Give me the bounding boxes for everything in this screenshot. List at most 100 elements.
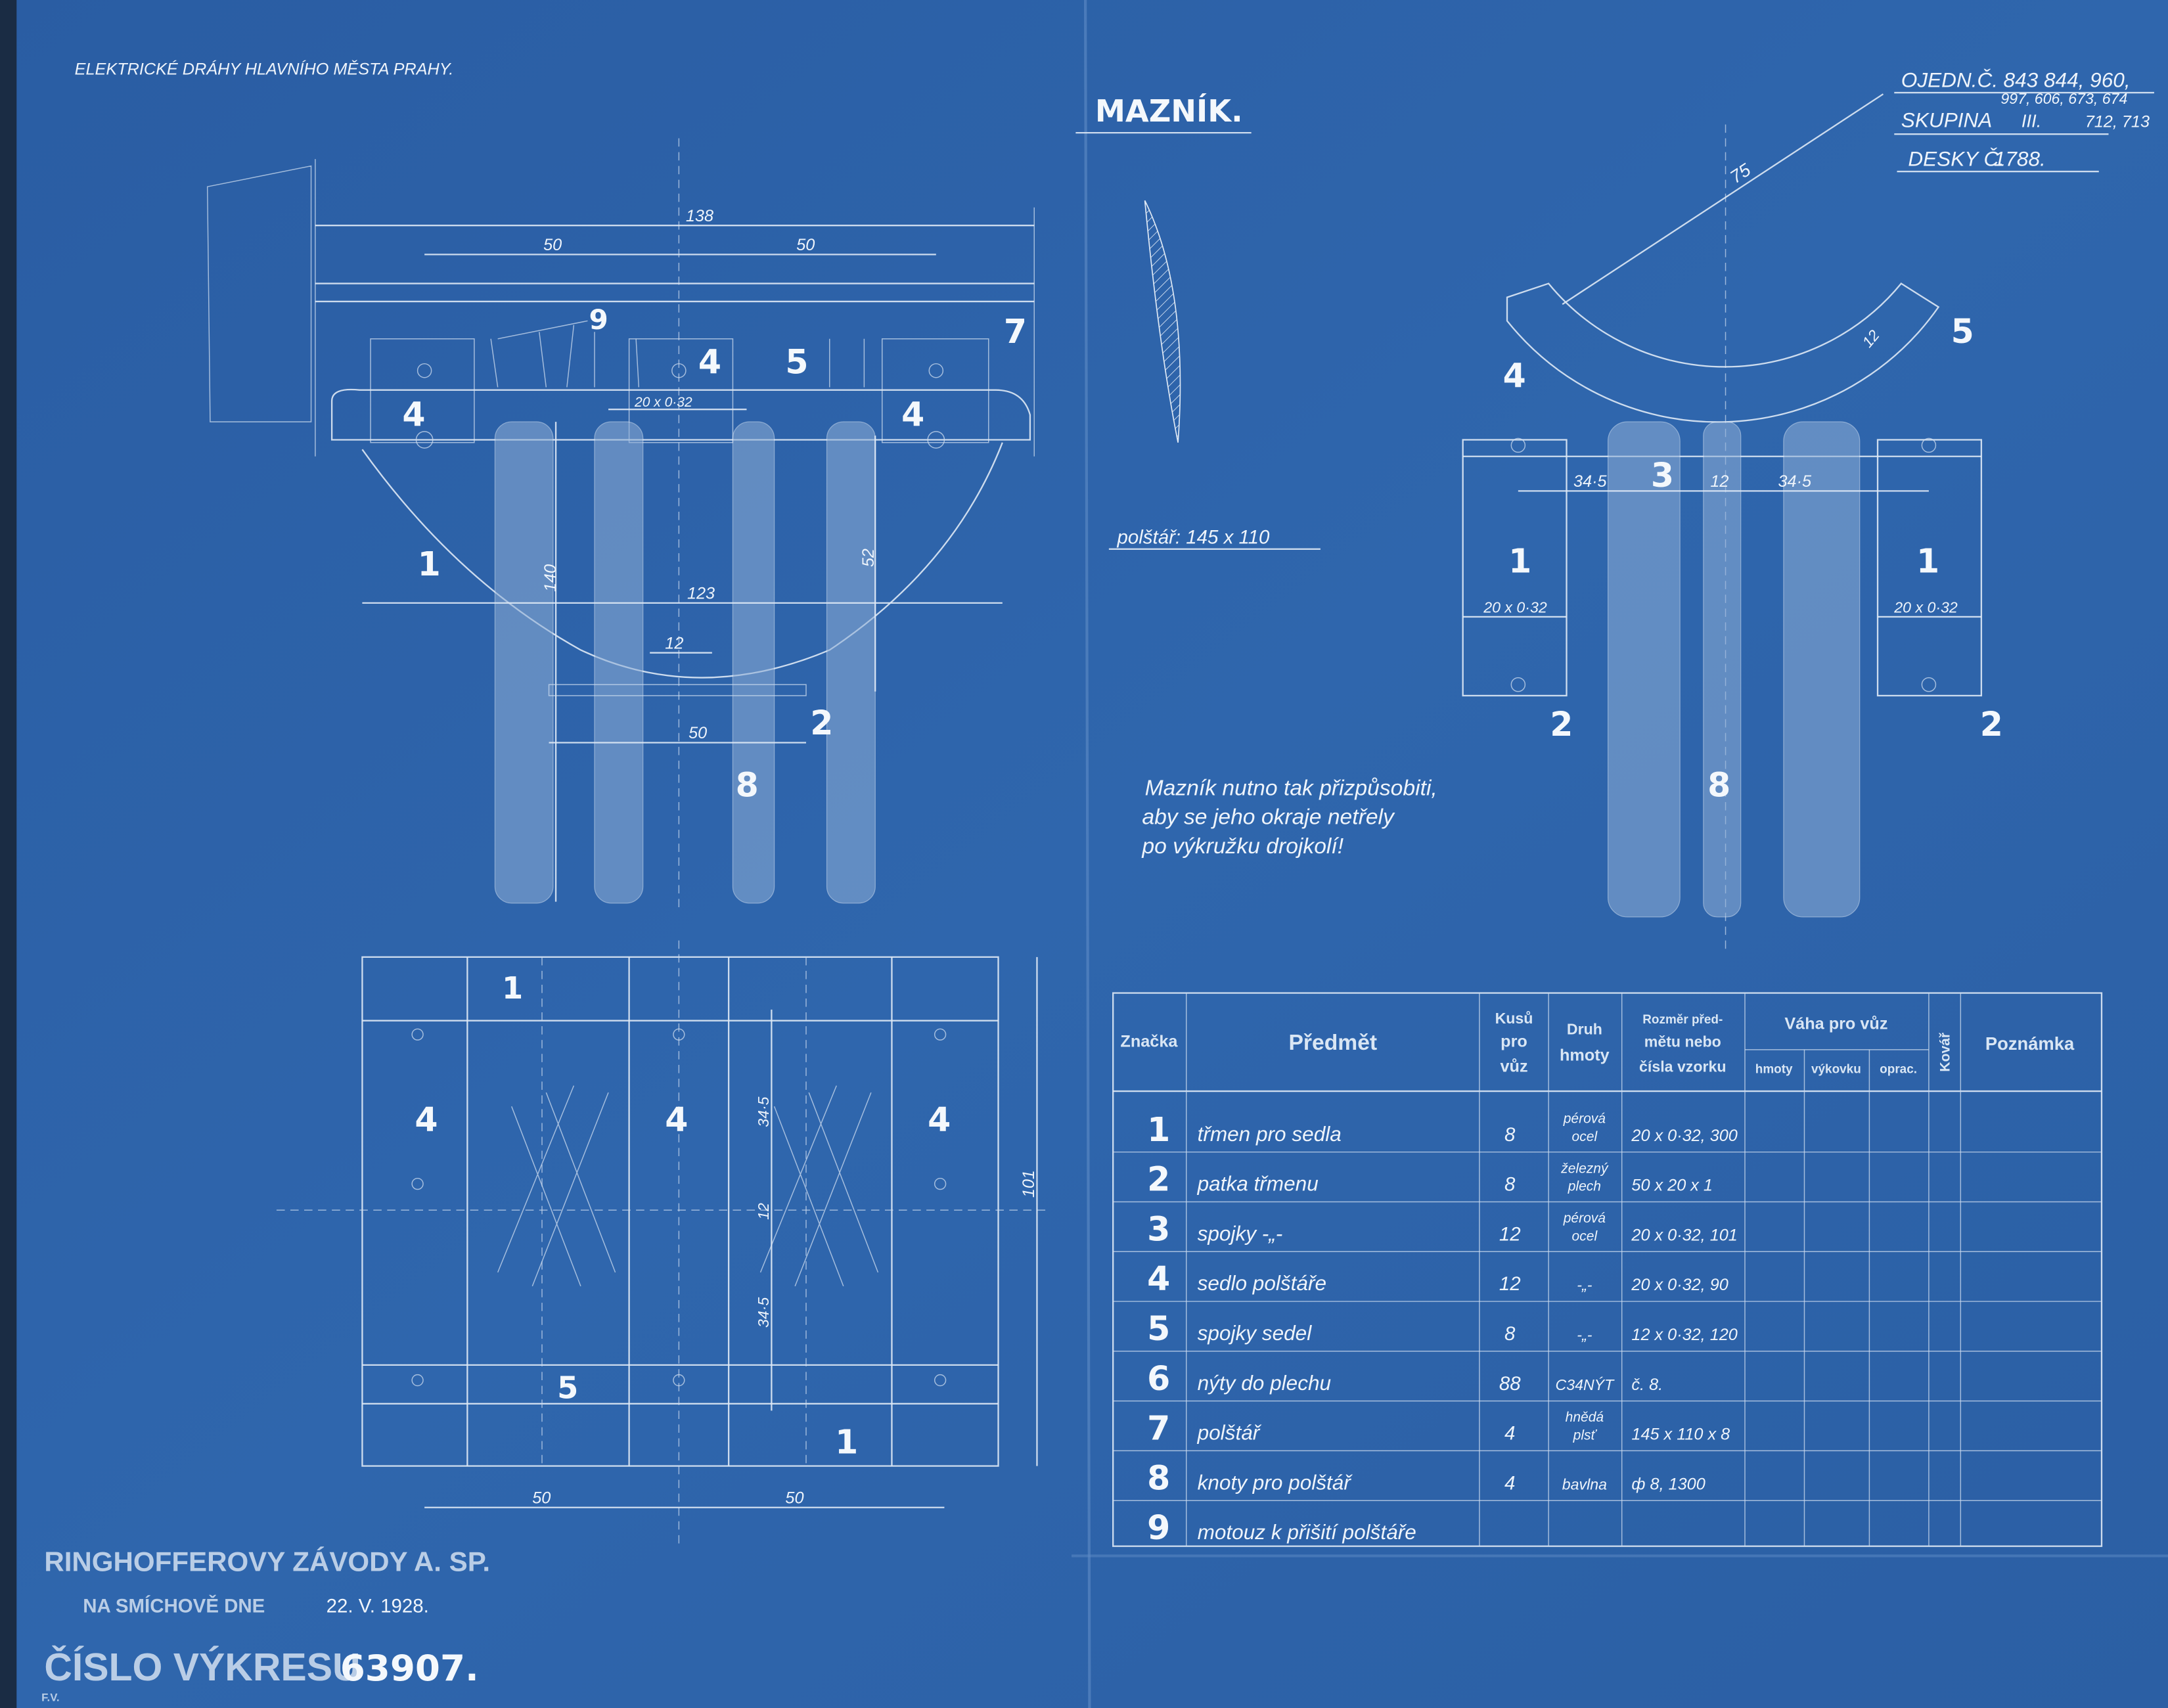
side-view-drawing: 138 50 50 123 140 52 20 x 0·32 12 50 9 4 (206, 138, 1181, 913)
drawing-number-label: ČÍSLO VÝKRESU (44, 1645, 360, 1689)
dim-strip-left: 20 x 0·32 (1483, 599, 1547, 616)
label-part-5: 5 (1951, 312, 1974, 351)
label-part-9: 9 (589, 303, 608, 336)
cell-qty: 8 (1504, 1124, 1516, 1146)
cell-size: 20 x 0·32, 101 (1631, 1226, 1737, 1244)
dim-plan-b: 12 (755, 1203, 772, 1220)
initials: F.V. (41, 1691, 59, 1703)
cell-size: 145 x 110 x 8 (1631, 1426, 1730, 1444)
cell-material: ocel (1572, 1129, 1598, 1144)
dim-plan-c: 34·5 (755, 1297, 772, 1328)
front-view-drawing: 75 12 34·5 12 34·5 20 x 0·32 20 x 0·32 4… (1462, 93, 2003, 955)
cell-size: č. 8. (1631, 1376, 1663, 1394)
label-part-4: 4 (928, 1100, 951, 1139)
cell-qty: 12 (1499, 1223, 1521, 1245)
order-numbers-3: 712, 713 (2085, 113, 2150, 131)
dim-span: 123 (687, 585, 715, 603)
instruction-line-1: Mazník nutno tak přizpůsobiti, (1145, 776, 1437, 801)
group-label: SKUPINA (1901, 108, 1993, 132)
cell-item: patka třmenu (1197, 1172, 1319, 1196)
header-weight-forged: výkovku (1811, 1063, 1861, 1077)
header-qty: pro (1501, 1033, 1527, 1051)
wick (1703, 421, 1742, 918)
dim-strip: 20 x 0·32 (634, 395, 692, 410)
place-date-label: NA SMÍCHOVĚ DNE (83, 1595, 265, 1617)
cell-qty: 8 (1504, 1174, 1516, 1196)
label-part-3: 3 (1651, 456, 1674, 495)
cell-mark: 1 (1147, 1110, 1170, 1149)
cell-item: knoty pro polštář (1198, 1470, 1353, 1494)
cell-mark: 3 (1147, 1209, 1170, 1248)
instruction-line-2: aby se jeho okraje netřely (1142, 805, 1395, 830)
cell-material: bavlna (1562, 1475, 1607, 1493)
order-numbers-1: 843 844, 960, (2004, 68, 2131, 92)
header-material: Druh (1567, 1021, 1602, 1038)
wick (594, 421, 644, 904)
plan-view-drawing: 101 34·5 12 34·5 50 50 1 4 4 4 5 1 (276, 940, 1051, 1549)
header-qty: Kusů (1495, 1010, 1533, 1027)
drawing-number: 63907. (340, 1647, 479, 1689)
cell-material: plsť (1573, 1428, 1598, 1443)
header-remark: Poznámka (1985, 1033, 2075, 1054)
label-part-8: 8 (1707, 766, 1730, 805)
dim-left-offset: 34·5 (1573, 472, 1607, 491)
drawing-date: 22. V. 1928. (327, 1596, 429, 1617)
cell-size: 50 x 20 x 1 (1631, 1177, 1713, 1195)
cell-size: 20 x 0·32, 300 (1631, 1127, 1737, 1145)
cell-mark: 4 (1147, 1259, 1170, 1298)
dim-half-left: 50 (543, 236, 562, 254)
fold-line (1084, 0, 1091, 1708)
wick (1783, 421, 1861, 918)
group-value: III. (2021, 111, 2041, 131)
dim-total: 138 (686, 207, 713, 225)
cell-mark: 7 (1147, 1409, 1170, 1448)
cell-mark: 9 (1147, 1508, 1170, 1547)
organization-name: ELEKTRICKÉ DRÁHY HLAVNÍHO MĚSTA PRAHY. (75, 60, 454, 79)
label-part-4: 4 (665, 1100, 688, 1139)
cell-qty: 8 (1504, 1323, 1516, 1345)
label-part-7: 7 (1004, 312, 1027, 351)
cell-material: plech (1568, 1179, 1601, 1194)
header-size: čísla vzorku (1639, 1058, 1726, 1075)
cell-material: železný (1560, 1161, 1609, 1176)
label-part-2: 2 (810, 704, 833, 742)
left-edge-shadow (0, 0, 17, 1708)
header-material: hmoty (1560, 1046, 1610, 1065)
drawing-title: MAZNÍK. (1095, 93, 1243, 129)
label-part-1: 1 (1916, 542, 1939, 581)
cell-size: ф 8, 1300 (1631, 1475, 1705, 1493)
label-part-4: 4 (1503, 356, 1526, 395)
dim-height: 140 (541, 564, 560, 592)
header-smith: Kovář (1937, 1032, 1953, 1071)
cell-material: pérová (1563, 1111, 1606, 1126)
cell-item: nýty do plechu (1198, 1371, 1332, 1395)
dim-plan-height: 101 (1020, 1170, 1038, 1198)
pad-size-note: polštář: 145 x 110 (1117, 526, 1271, 548)
wick (494, 421, 554, 904)
dim-plan-right: 50 (785, 1489, 803, 1507)
header-qty: vůz (1500, 1058, 1527, 1076)
dim-mid: 12 (1710, 472, 1728, 491)
cell-item: motouz k přišití polštáře (1198, 1520, 1416, 1544)
cell-qty: 4 (1504, 1423, 1515, 1445)
cell-material: hnědá (1566, 1410, 1604, 1425)
plate-label: DESKY Č. (1908, 147, 2004, 171)
label-part-2: 2 (1980, 705, 2003, 744)
cell-material: ocel (1572, 1228, 1598, 1244)
parts-table: Značka Předmět Kusů pro vůz Druh hmoty R… (1112, 992, 2103, 1547)
cell-mark: 5 (1147, 1309, 1170, 1348)
label-part-1: 1 (502, 970, 523, 1006)
company-stamp: RINGHOFFEROVY ZÁVODY A. SP. (44, 1546, 490, 1577)
header-item: Předmět (1288, 1031, 1377, 1055)
label-part-1: 1 (835, 1423, 858, 1462)
section-hatch (1144, 200, 1181, 443)
dim-plan-left: 50 (532, 1489, 551, 1507)
instruction-line-3: po výkružku drojkolí! (1141, 834, 1344, 859)
order-numbers-2: 997, 606, 673, 674 (2000, 90, 2127, 107)
cell-qty: 12 (1499, 1273, 1521, 1295)
header-weight-raw: hmoty (1755, 1063, 1793, 1077)
header-weight: Váha pro vůz (1784, 1014, 1887, 1033)
